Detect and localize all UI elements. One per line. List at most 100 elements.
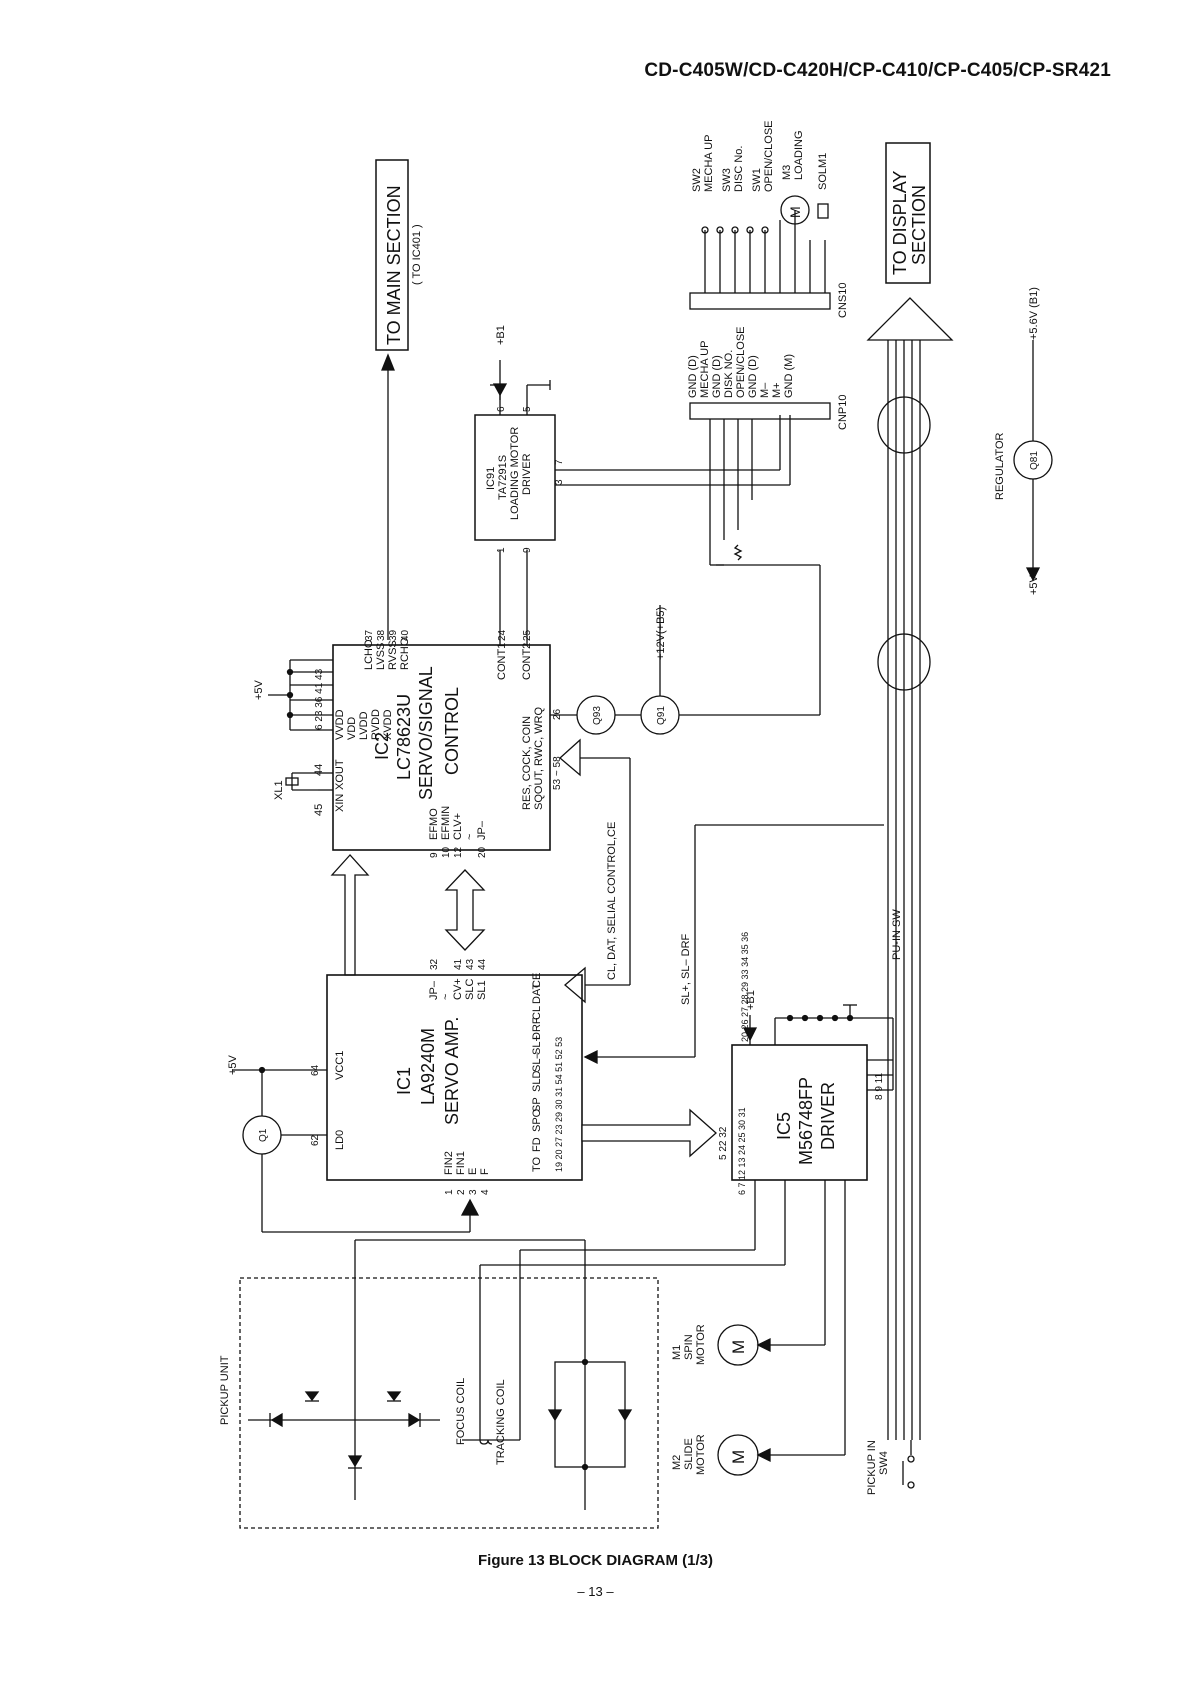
- signal-puin: PU-IN SW: [891, 909, 903, 960]
- ic2-pin-efmin: EFMIN: [440, 806, 452, 840]
- ic2-num-9: 9: [429, 852, 440, 858]
- ic1-bot-slp: SL+: [531, 1035, 543, 1055]
- document-header: CD-C405W/CD-C420H/CP-C410/CP-C405/CP-SR4…: [644, 60, 1111, 81]
- m1-spin-motor: [717, 1324, 759, 1366]
- ic2-pin-lvdd: LVDD: [358, 711, 370, 740]
- ic1-num-3: 3: [468, 1189, 479, 1195]
- ic1-num-4: 4: [480, 1189, 491, 1195]
- ic2-pin-26: 26: [552, 708, 563, 720]
- cns10-connector: [689, 292, 831, 310]
- ic1-bot-drf: DRF: [531, 1017, 543, 1040]
- ic2-pin-40: 40: [400, 629, 411, 641]
- ic2-pin-xin: XIN: [334, 794, 346, 812]
- ic2-block: [332, 644, 551, 851]
- solm1-ref: SOLM1: [817, 153, 829, 190]
- ic1-num-32: 32: [429, 958, 440, 970]
- ic1-pin-jp: JP–: [428, 980, 440, 1000]
- regulator-label: REGULATOR: [994, 433, 1006, 500]
- sw3-ref: SW3: [721, 168, 733, 192]
- ic91-pin-5: 5: [522, 406, 533, 412]
- ic1-ld0-num: 62: [310, 1134, 321, 1146]
- ic2-cont1: CONT1: [496, 643, 508, 680]
- ic2-pin-clv: CLV+: [452, 813, 464, 840]
- ic91-pin-6: 6: [496, 406, 507, 412]
- ic1-vcc1: VCC1: [334, 1051, 346, 1080]
- ic1-pin-sl1: SL1: [476, 980, 488, 1000]
- m1-l2: MOTOR: [695, 1324, 707, 1365]
- ic1-vcc1-num: 64: [310, 1064, 321, 1076]
- ic1-pin-fin1: FIN1: [455, 1151, 467, 1175]
- ic2-pin-xin-num: 45: [313, 804, 325, 816]
- ic5-part: M56748FP: [796, 1077, 816, 1165]
- m3-symbol: M: [787, 206, 803, 218]
- q91-label: Q91: [656, 706, 667, 725]
- q81-label: Q81: [1029, 451, 1040, 470]
- to-display-box: [885, 142, 931, 284]
- cnp10-pin-6: OPEN/CLOSE: [735, 326, 747, 398]
- ic1-num-2: 2: [456, 1189, 467, 1195]
- to-main-sub: ( TO IC401 ): [411, 224, 423, 285]
- ic2-pin-37: 37: [364, 629, 375, 641]
- ic1-pin-e: E: [467, 1168, 479, 1175]
- cnp10-pin-8: GND (D): [711, 355, 723, 398]
- ic2-pin-vdd: VDD: [346, 717, 358, 740]
- pickup-unit-label: PICKUP UNIT: [219, 1355, 231, 1425]
- ic1-ref: IC1: [394, 1067, 414, 1095]
- ic1-bot-nums: 19 20 27 23 29 30 31 54 51 52 53: [554, 1037, 564, 1172]
- ic91-pin-7: 7: [554, 459, 565, 465]
- ic1-bot-sp: SP: [531, 1097, 543, 1112]
- ic91-ref: IC91: [485, 467, 497, 490]
- ic1-name: SERVO AMP.: [442, 1017, 462, 1125]
- ic1-num-1: 1: [444, 1189, 455, 1195]
- ic1-block: [326, 974, 583, 1181]
- to-display-arrow: [866, 297, 954, 341]
- cnp10-pin-10: GND (D): [687, 355, 699, 398]
- signal-serial-control: CL, DAT, SELIAL CONTROL,CE: [606, 822, 618, 980]
- ic2-pin-vvdd: VVDD: [334, 709, 346, 740]
- q93-label: Q93: [592, 706, 603, 725]
- sw2-ref: SW2: [691, 168, 703, 192]
- ic1-pin-slc: SLC: [464, 979, 476, 1000]
- ic2-num-12: 12: [453, 846, 464, 858]
- m3-name: LOADING: [793, 130, 805, 180]
- ic1-bot-slm: SL–: [531, 1052, 543, 1072]
- ic2-top-nums: 6 23 36 41 43: [314, 668, 325, 730]
- ic5-side-nums: 8 9 11: [874, 1073, 885, 1100]
- ic2-cont2-num: 25: [522, 629, 533, 641]
- ic2-ctrl-1: RES, COCK, COIN: [521, 716, 533, 810]
- ic2-pin-lvss: LVSS: [375, 643, 387, 670]
- cnp10-label: CNP10: [837, 395, 849, 430]
- cnp10-connector: [689, 402, 831, 420]
- sw4-l1: PICKUP IN: [866, 1440, 878, 1495]
- ic1-pin-tilde: ~: [440, 994, 452, 1000]
- cnp10-pin-5: GND (D): [747, 355, 759, 398]
- ic91-block: [474, 414, 556, 541]
- ic2-pin-xout-num: 44: [313, 764, 325, 776]
- sw4-l2: SW4: [878, 1451, 890, 1475]
- to-display-line1: TO DISPLAY: [890, 171, 910, 275]
- ic5-in-nums: 5 22 32: [718, 1126, 729, 1160]
- ic2-ref: IC2: [372, 732, 392, 760]
- ic1-bot-sld: SLD: [531, 1071, 543, 1092]
- ic1-bot-cl: CL: [531, 1006, 543, 1020]
- ic2-pin-38: 38: [376, 629, 387, 641]
- ic91-pin-9: 9: [522, 547, 533, 553]
- ic1-pin-f: F: [479, 1168, 491, 1175]
- ic5-block: [731, 1044, 868, 1181]
- ic91-pin-3: 3: [554, 479, 565, 485]
- page-number: – 13 –: [577, 1584, 614, 1599]
- cnp10-pin-7: DISK NO.: [723, 350, 735, 398]
- figure-caption: Figure 13 BLOCK DIAGRAM (1/3): [477, 1552, 714, 1569]
- signal-slide: SL+, SL– DRF: [680, 933, 692, 1005]
- ic2-pin-rvss: RVSS: [387, 640, 399, 670]
- ic2-pin-jp: JP–: [476, 820, 488, 840]
- m2-slide-motor: [717, 1434, 759, 1476]
- ic2-name1: SERVO/SIGNAL: [416, 666, 436, 800]
- pickup-unit-box: [239, 1277, 659, 1529]
- m3-ref: M3: [781, 165, 793, 180]
- ic2-num-20: 20: [477, 846, 488, 858]
- ic2-pin-efmo: EFMO: [428, 808, 440, 840]
- ic5-ref: IC5: [774, 1112, 794, 1140]
- ic2-cont2: CONT2: [521, 643, 533, 680]
- ic91-part: TA7291S: [497, 455, 509, 500]
